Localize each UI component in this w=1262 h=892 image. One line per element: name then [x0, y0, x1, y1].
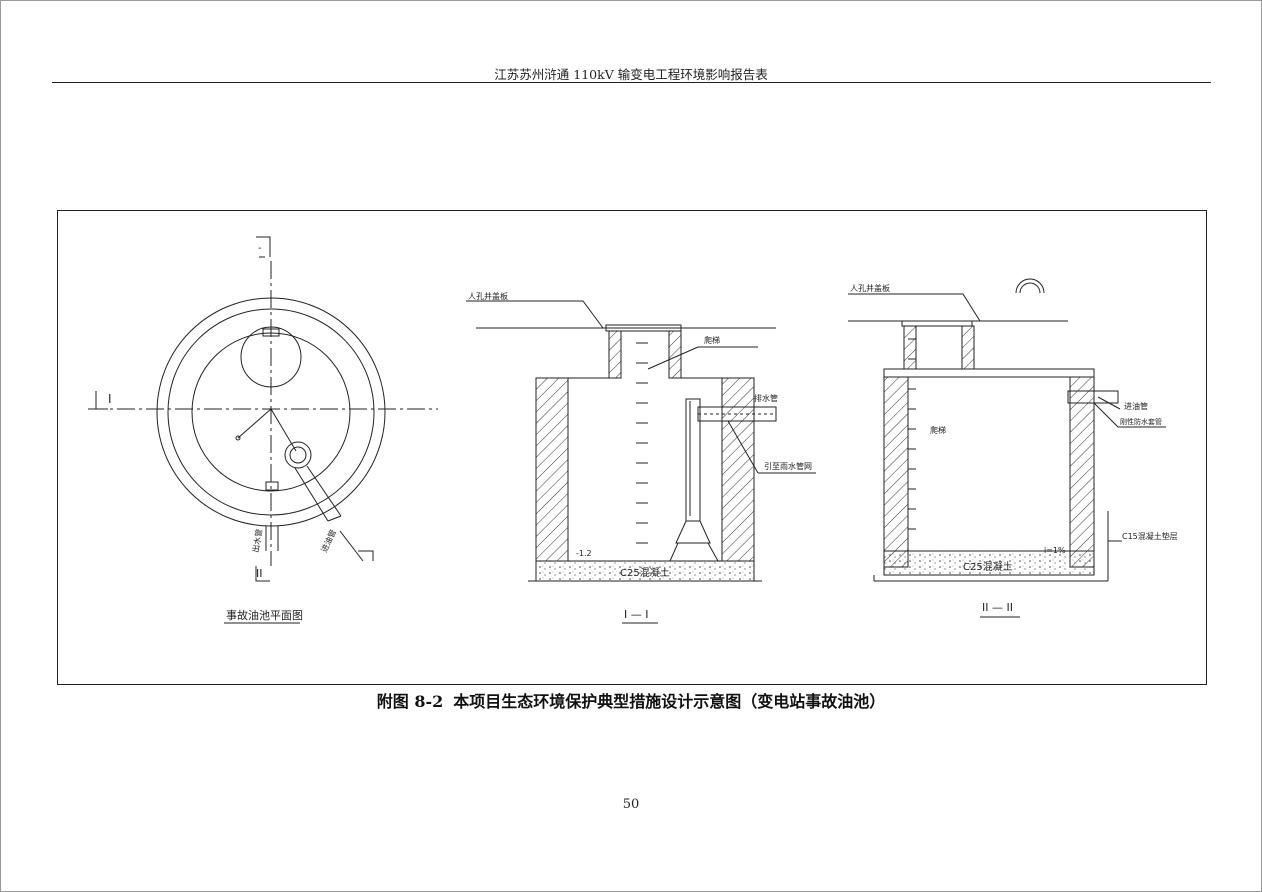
section-i-cover [605, 324, 682, 332]
plan-radial-1 [237, 408, 272, 439]
section-i-title: I — I [624, 608, 648, 621]
plan-pipe-line-1 [306, 465, 342, 517]
figure-caption-text: 本项目生态环境保护典型措施设计示意图（变电站事故油池） [453, 692, 886, 711]
section-ii-sleeve-leader [1093, 402, 1119, 428]
figure-caption: 附图 8-2 本项目生态环境保护典型措施设计示意图（变电站事故油池） [0, 688, 1262, 712]
plan-inlet-label: 进油管 [319, 528, 338, 554]
section-ii-floor-label: C25混凝土 [963, 560, 1013, 573]
section-i-drain-note: 引至雨水管网 [764, 461, 812, 471]
section-ii-title: II — II [982, 601, 1013, 614]
section-ii-slope-label: i=1% [1044, 546, 1066, 555]
section-i-neck-right [668, 330, 682, 379]
section-ii-wall-left [883, 376, 909, 568]
section-ii-view: 人孔井盖板 爬梯 进 [848, 278, 1178, 618]
plan-view: I - II 出水管 进油管 事故油池平面图 [88, 236, 438, 624]
header-rule [52, 82, 1211, 83]
plan-title: 事故油池平面图 [226, 608, 303, 622]
plan-bottom-notch [265, 481, 279, 491]
plan-mark-ii-top: - [258, 243, 262, 254]
header-title: 江苏苏州浒通 110kV 输变电工程环境影响报告表 [494, 67, 768, 82]
page-number: 50 [622, 797, 640, 812]
figure-frame: I - II 出水管 进油管 事故油池平面图 人孔井盖板 C [57, 210, 1207, 685]
section-ii-ladder [908, 338, 916, 530]
plan-outlet-label: 出水管 [250, 528, 264, 553]
section-i-ground-label: 人孔井盖板 [468, 291, 508, 301]
section-i-neck-left [608, 330, 622, 379]
section-i-pipe-bell [675, 520, 711, 544]
section-i-drain-label: 排水管 [754, 393, 778, 403]
plan-section-mark-i-left [95, 391, 108, 410]
plan-mark-i: I [108, 392, 112, 406]
plan-pipe-line-2 [294, 467, 329, 522]
section-ii-inlet-leader [1097, 396, 1121, 410]
plan-radial-dot [235, 435, 241, 441]
section-i-pipe-support [669, 542, 719, 562]
plan-section-mark-ii-top [256, 236, 271, 257]
plan-leader-a [339, 530, 364, 562]
section-ii-cushion-label: C15混凝土垫层 [1122, 531, 1178, 541]
section-ii-symbol-arc-2 [1019, 282, 1041, 294]
section-i-ladder-leader [647, 346, 699, 370]
section-ii-symbol-arc [1015, 278, 1045, 294]
plan-pipe-outer [284, 441, 312, 469]
plan-radial-2 [270, 408, 297, 452]
plan-mark-ii-bottom: II [256, 567, 263, 580]
section-ii-cover [901, 320, 973, 327]
section-ii-inlet-label: 进油管 [1124, 401, 1148, 411]
section-i-wall-left [535, 377, 569, 562]
section-i-ladder [636, 342, 648, 544]
section-ii-ground-label: 人孔井盖板 [850, 283, 890, 293]
section-i-view: 人孔井盖板 C25混凝土 -1.2 [466, 291, 816, 624]
section-ii-wall-right [1069, 376, 1095, 568]
plan-section-mark-ii-bottom [255, 566, 270, 582]
plan-section-mark-b [358, 550, 374, 561]
section-i-bottom-elev: -1.2 [576, 549, 592, 558]
plan-pipe-inner [289, 446, 307, 464]
section-i-ground-leader [466, 300, 604, 329]
section-ii-neck-left [903, 325, 917, 370]
section-i-floor-label: C25混凝土 [620, 566, 670, 579]
section-ii-roof [883, 368, 1095, 378]
section-i-wall-right [721, 377, 755, 562]
section-ii-neck-right [961, 325, 975, 370]
section-ii-ladder-label: 爬梯 [930, 425, 946, 435]
section-i-ladder-label: 爬梯 [704, 335, 720, 345]
technical-drawing: I - II 出水管 进油管 事故油池平面图 人孔井盖板 C [88, 236, 1178, 624]
section-ii-ground-leader [848, 293, 981, 322]
section-ii-sleeve-label: 刚性防水套管 [1120, 417, 1162, 426]
section-i-drain-note-leader [727, 420, 759, 474]
figure-caption-number: 附图 8-2 [376, 692, 444, 711]
plan-pipe-end [327, 515, 342, 522]
section-ii-inlet-pipe [1067, 390, 1119, 404]
section-ii-floor [883, 550, 1095, 576]
